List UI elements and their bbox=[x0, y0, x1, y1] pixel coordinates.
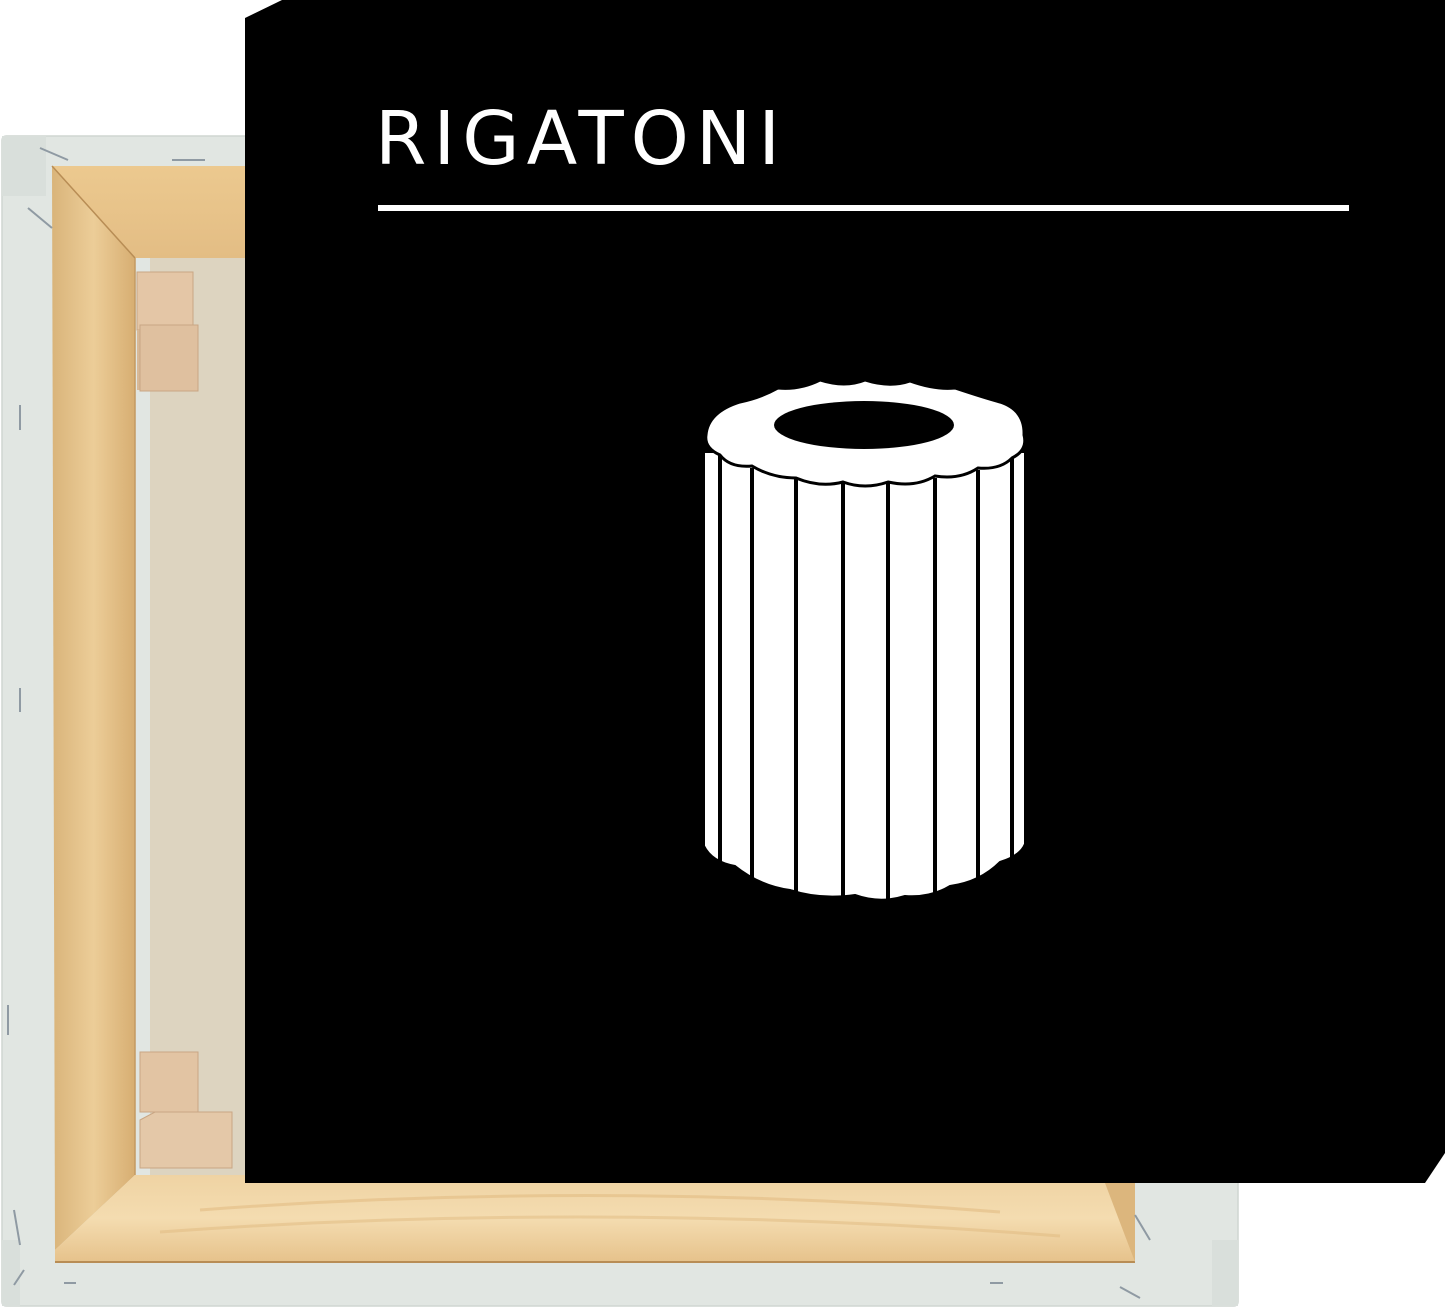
corner-key-bottom bbox=[139, 1051, 233, 1169]
stretcher-bar-top bbox=[52, 166, 250, 258]
stretcher-bar-left bbox=[52, 166, 135, 1250]
staples bbox=[7, 147, 1151, 1299]
stretcher-bar-right bbox=[1105, 1183, 1135, 1262]
artwork-title: RIGATONI bbox=[375, 96, 788, 182]
stretcher-bar-bottom bbox=[55, 1175, 1135, 1262]
rigatoni-illustration bbox=[703, 378, 1027, 901]
corner-key-top bbox=[136, 271, 199, 392]
title-underline bbox=[378, 205, 1349, 211]
